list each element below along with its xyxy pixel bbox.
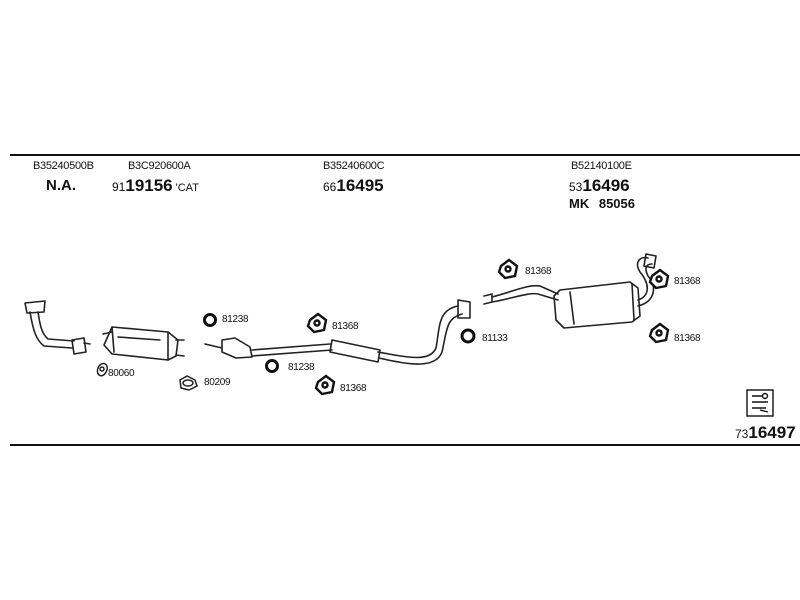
kit-number: 16497	[748, 423, 796, 442]
rear-muffler-number: 16496	[582, 176, 630, 195]
rubber-hanger-icon	[648, 322, 670, 344]
bottom-rule	[10, 444, 800, 446]
catalyst-part-number: 9119156'CAT	[112, 177, 199, 194]
o-ring-icon	[203, 313, 217, 327]
rubber-hanger-icon	[497, 258, 519, 280]
oem-number-front-pipe: B35240500B	[33, 160, 94, 172]
mounting-kit-prefix: MK	[569, 196, 590, 211]
rubber-hanger-icon	[306, 312, 328, 334]
front-pipe-na-label: N.A.	[46, 177, 76, 194]
front-pipe	[24, 300, 91, 355]
catalyst-prefix: 91	[112, 180, 126, 194]
rubber-hanger-icon	[648, 268, 670, 290]
part-code-81368-rear-bottom: 81368	[674, 333, 701, 344]
catalyst-suffix: 'CAT	[175, 182, 199, 194]
mounting-kit-value: 85056	[598, 196, 635, 211]
oem-number-catalyst: B3C920600A	[128, 160, 191, 172]
rear-muffler-part-number: 5316496	[569, 177, 630, 194]
kit-part-number: 7316497	[735, 424, 796, 441]
catalyst-number: 19156	[125, 176, 173, 195]
o-ring-icon	[265, 359, 279, 373]
o-ring-icon	[460, 328, 476, 344]
part-code-81368-tail: 81368	[674, 276, 701, 287]
part-code-81238-top: 81238	[222, 314, 249, 325]
oem-number-rear-muffler: B52140100E	[571, 160, 632, 172]
center-pipe-number: 16495	[336, 176, 384, 195]
rear-muffler-prefix: 53	[569, 180, 583, 194]
part-code-81368-rear-top: 81368	[525, 266, 552, 277]
center-pipe-part-number: 6616495	[323, 177, 384, 194]
top-rule	[10, 154, 800, 156]
gasket-icon	[179, 375, 198, 391]
part-code-81368-center: 81368	[332, 321, 359, 332]
part-code-81368-bottom: 81368	[340, 383, 367, 394]
part-code-81133: 81133	[482, 333, 508, 344]
oem-number-center-pipe: B35240600C	[323, 160, 385, 172]
rear-muffler	[483, 253, 657, 329]
center-pipe-prefix: 66	[323, 180, 337, 194]
mounting-kit-number: MK 85056	[569, 197, 635, 210]
part-code-80209: 80209	[204, 377, 231, 388]
kit-prefix: 73	[735, 427, 749, 441]
gasket-icon	[96, 362, 109, 377]
rubber-hanger-icon	[314, 374, 336, 396]
part-code-81238-bottom: 81238	[288, 362, 315, 373]
kit-box-icon	[746, 389, 774, 417]
center-pipe	[204, 299, 471, 365]
catalytic-converter	[102, 326, 185, 361]
part-code-80060: 80060	[108, 368, 135, 379]
